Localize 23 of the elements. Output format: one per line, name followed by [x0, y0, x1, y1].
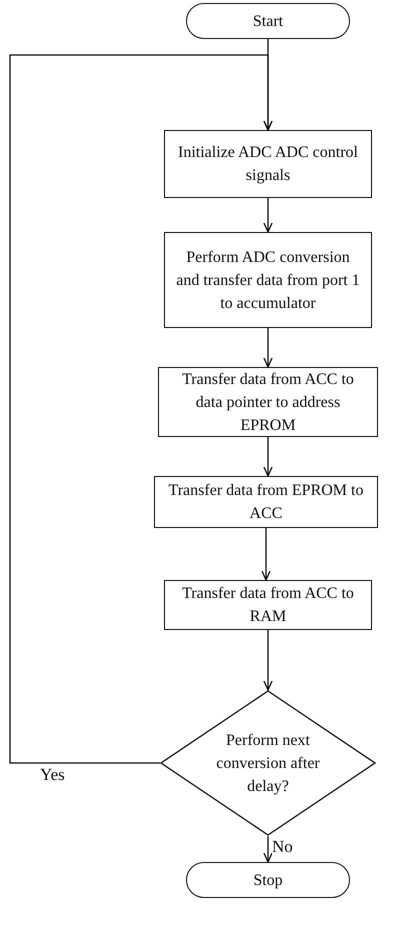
- node-text: Transfer data from ACC to RAM: [181, 584, 355, 627]
- node-text: Perform next conversion after delay?: [215, 730, 321, 796]
- node-text: Transfer data from ACC to data pointer to address EPROM: [181, 370, 355, 436]
- arrow: [263, 198, 273, 233]
- arrow: [263, 437, 273, 477]
- node-text: Start: [252, 12, 284, 32]
- arrow: [9, 54, 273, 764]
- node-text: Stop: [253, 870, 283, 890]
- arrow: [263, 630, 273, 691]
- process-box: [154, 476, 378, 528]
- node-text: Initialize ADC ADC control signals: [177, 143, 359, 186]
- arrow: [263, 836, 273, 863]
- process-box: [164, 232, 372, 328]
- process-box: [164, 130, 372, 198]
- arrow: [261, 528, 271, 581]
- terminal-box: [186, 862, 350, 898]
- node-text: Perform ADC conversion and transfer data from port 1 to accumulator: [175, 248, 361, 314]
- arrow: [263, 328, 273, 368]
- terminal-box: [186, 3, 350, 39]
- node-text: Transfer data from EPROM to ACC: [168, 481, 364, 524]
- decision-diamond: [160, 690, 376, 836]
- process-box: [158, 367, 378, 437]
- process-box: [164, 580, 372, 630]
